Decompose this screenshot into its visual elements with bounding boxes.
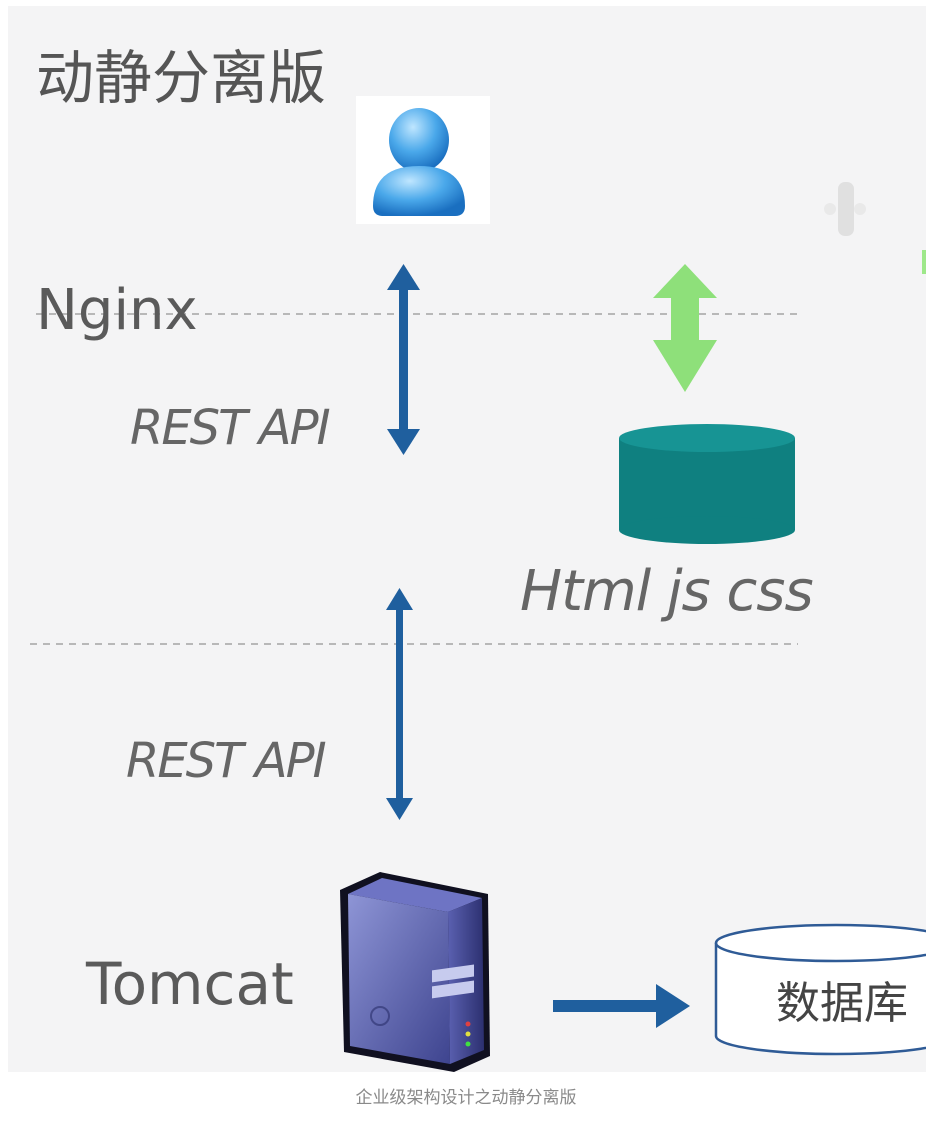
rest-api-label-bottom: REST API	[126, 733, 326, 789]
database-icon	[714, 923, 926, 1056]
static-double-arrow	[653, 264, 717, 392]
static-assets-label: Html js css	[520, 559, 813, 624]
architecture-diagram: 动静分离版 Nginx REST API	[30, 44, 926, 1072]
user-icon	[356, 96, 490, 224]
faded-edge-icon	[824, 182, 866, 236]
user-nginx-double-arrow	[387, 264, 420, 455]
edge-green-mark	[922, 250, 926, 274]
rest-api-label-top: REST API	[130, 400, 330, 456]
nginx-label: Nginx	[36, 278, 198, 343]
image-caption: 企业级架构设计之动静分离版	[355, 1088, 577, 1108]
tomcat-label: Tomcat	[85, 950, 294, 1018]
tomcat-database-arrow	[553, 984, 690, 1028]
nginx-tomcat-double-arrow	[386, 588, 413, 820]
server-icon	[340, 872, 490, 1072]
cylinder-icon	[619, 424, 795, 544]
architecture-slide: 动静分离版 Nginx REST API	[8, 6, 926, 1072]
database-label: 数据库	[776, 978, 908, 1029]
diagram-title: 动静分离版	[36, 44, 326, 112]
